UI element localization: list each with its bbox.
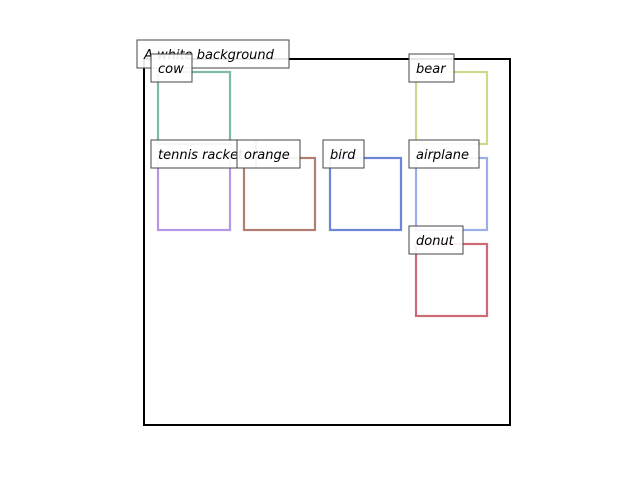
label-donut: donut: [408, 225, 464, 255]
label-airplane-text: airplane: [416, 148, 469, 163]
label-cow-text: cow: [158, 62, 184, 77]
box-bird: [328, 156, 403, 232]
box-cow: [156, 70, 232, 146]
label-airplane: airplane: [408, 139, 480, 169]
box-tennis-racket: [156, 156, 232, 232]
label-orange-text: orange: [244, 148, 290, 163]
label-bird: bird: [322, 139, 365, 169]
label-orange: orange: [236, 139, 301, 169]
canvas-frame: [143, 58, 511, 426]
label-cow: cow: [150, 53, 193, 83]
label-tennis-racket-text: tennis racket: [158, 148, 244, 163]
box-orange: [242, 156, 317, 232]
label-donut-text: donut: [416, 234, 455, 249]
box-airplane: [414, 156, 489, 232]
box-donut: [414, 242, 489, 318]
label-bird-text: bird: [330, 148, 356, 163]
label-bear-text: bear: [416, 62, 447, 77]
label-bear: bear: [408, 53, 455, 83]
box-bear: [414, 70, 489, 146]
